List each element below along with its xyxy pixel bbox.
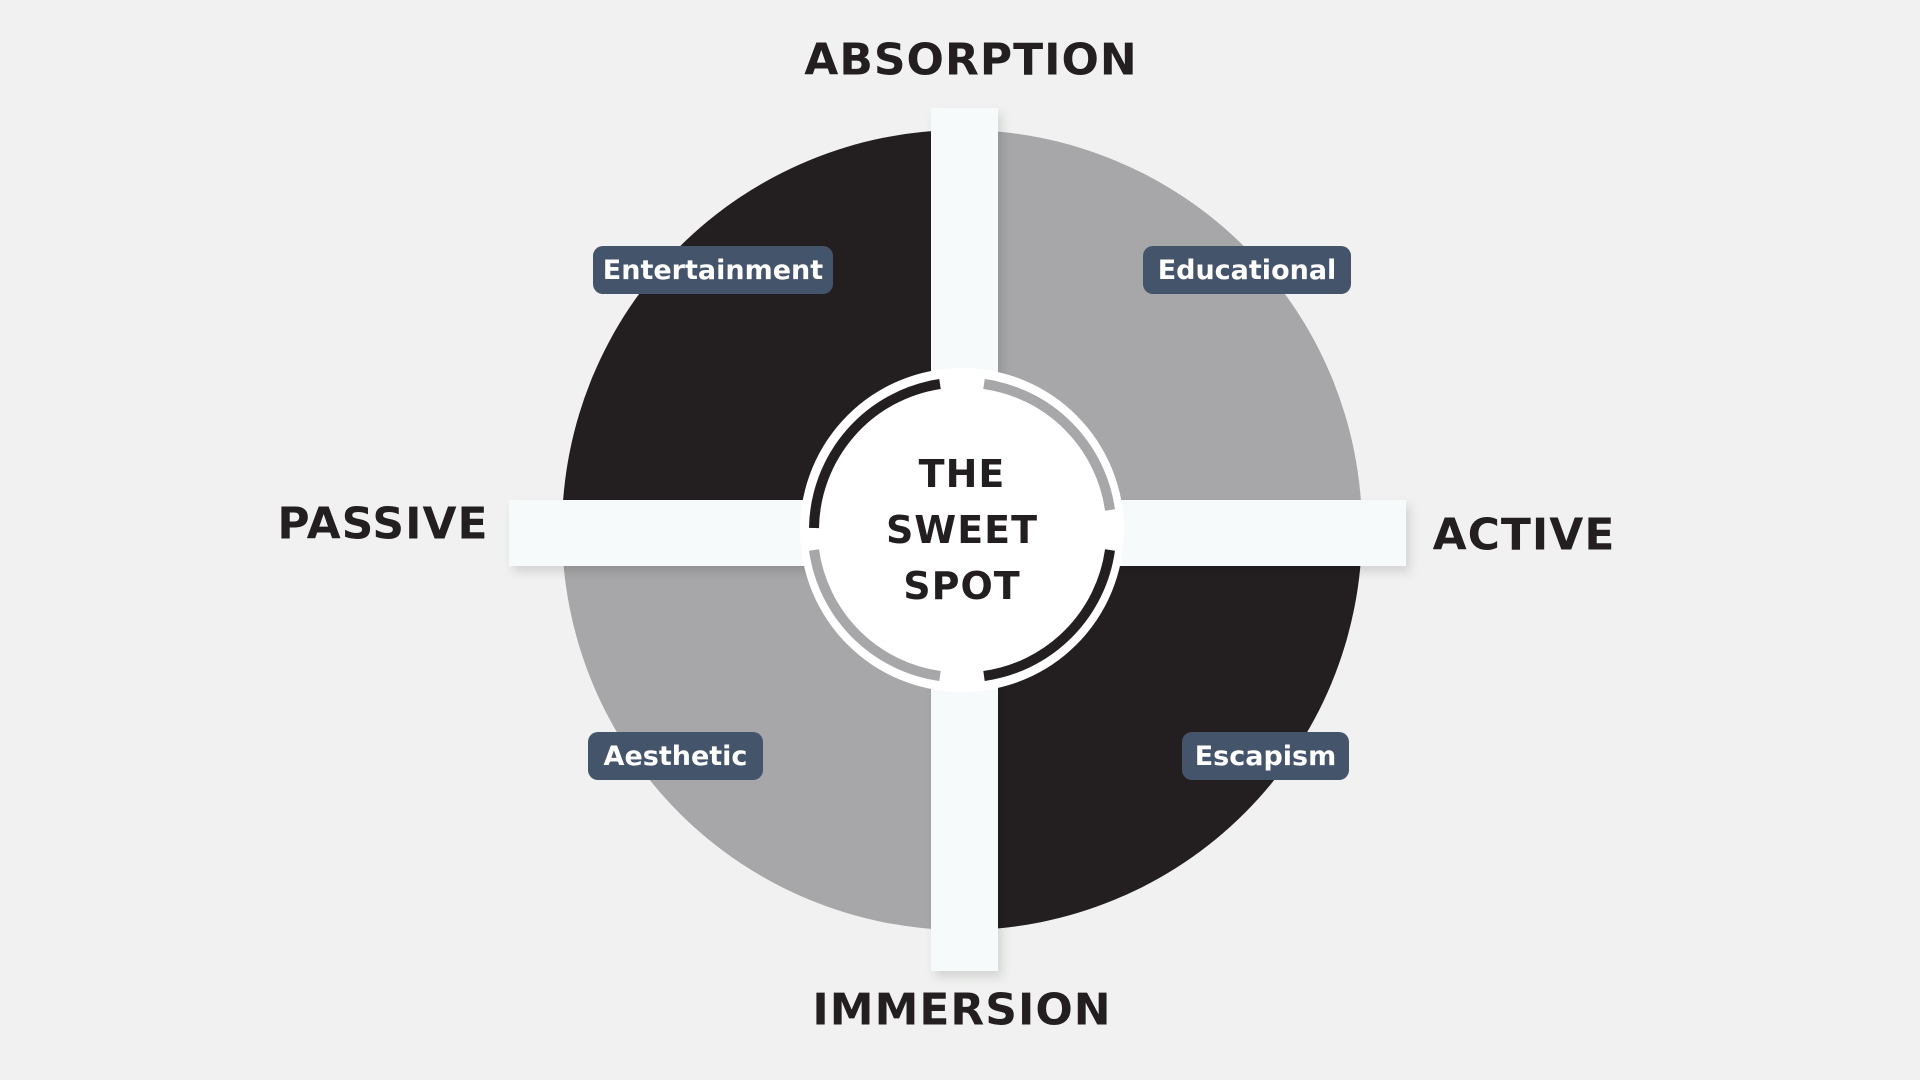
axis-label-immersion: IMMERSION [812,984,1112,1036]
ring-arc-top-left [809,379,941,529]
quadrant-label-educational: Educational [1143,246,1351,294]
axis-label-absorption: ABSORPTION [804,34,1138,86]
quadrant-label-aesthetic: Aesthetic [588,732,763,780]
ring-arc-bottom-right [983,549,1115,681]
axis-label-active: ACTIVE [1432,509,1616,561]
quadrant-label-escapism: Escapism [1182,732,1349,780]
center-line-1: THE [918,452,1006,496]
axis-label-passive: PASSIVE [277,498,489,550]
center-line-3: SPOT [903,564,1021,608]
sweet-spot-label: THE SWEET SPOT [886,446,1038,614]
ring-arc-bottom-left [809,549,941,681]
quadrant-label-entertainment: Entertainment [593,246,833,294]
center-outer-circle [800,368,1124,692]
center-line-2: SWEET [885,508,1039,552]
ring-arc-top-right [983,379,1115,511]
